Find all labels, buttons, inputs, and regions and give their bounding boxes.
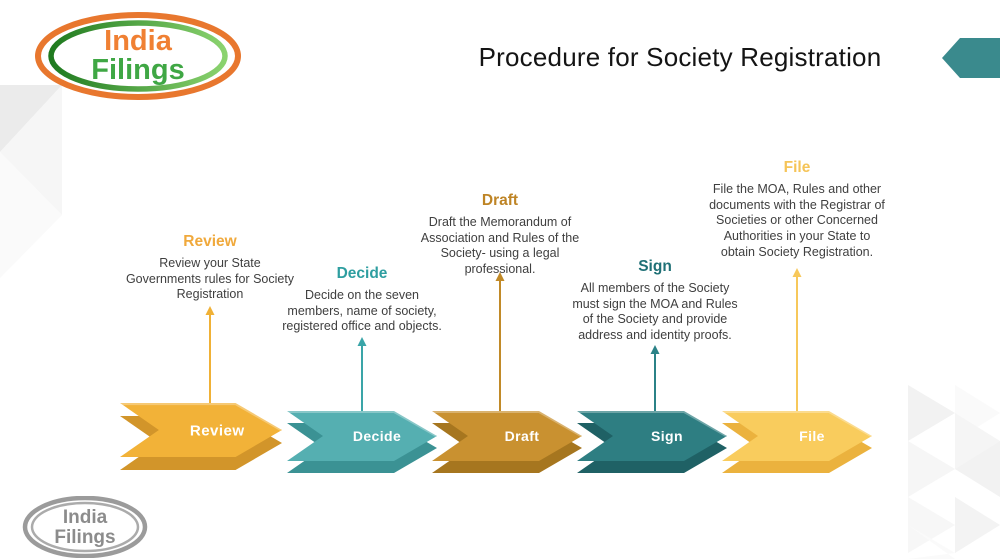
arrow-bevel-highlight bbox=[432, 411, 582, 437]
arrow-face bbox=[722, 411, 872, 461]
connector-arrowhead-icon bbox=[792, 268, 802, 277]
decor-triangle bbox=[908, 385, 955, 441]
connector-arrowhead-icon bbox=[495, 272, 505, 281]
corner-arrow-shape bbox=[942, 38, 1000, 78]
arrow-bevel-highlight bbox=[577, 411, 727, 437]
step-arrow-decide: Decide bbox=[287, 411, 437, 473]
arrow-bevel-highlight bbox=[287, 411, 437, 437]
connector-draft bbox=[495, 272, 505, 412]
step-heading-file: File bbox=[783, 159, 811, 176]
logo-inner-ring bbox=[48, 20, 228, 92]
arrow-face bbox=[577, 411, 727, 461]
step-arrow-draft: Draft bbox=[432, 411, 582, 473]
decor-triangle bbox=[908, 497, 955, 553]
connector-decide bbox=[357, 337, 367, 412]
arrow-face bbox=[120, 403, 282, 458]
connector-arrowhead-icon bbox=[205, 306, 215, 315]
watermark-text-india: India bbox=[63, 507, 108, 528]
decor-triangle bbox=[955, 441, 1000, 497]
logo-text-india: India bbox=[104, 25, 173, 57]
step-heading-draft: Draft bbox=[481, 192, 519, 209]
indiafilings-logo: India Filings bbox=[35, 12, 241, 100]
arrow-label-draft: Draft bbox=[505, 428, 540, 444]
decor-triangle bbox=[955, 413, 1000, 469]
arrow-label-decide: Decide bbox=[353, 428, 401, 444]
arrow-face bbox=[287, 411, 437, 461]
watermark-inner-ring bbox=[30, 501, 140, 553]
watermark-text-filings: Filings bbox=[54, 527, 115, 548]
step-heading-review: Review bbox=[183, 233, 237, 250]
arrow-face bbox=[432, 411, 582, 461]
connector-review bbox=[205, 306, 215, 410]
decor-triangle bbox=[955, 497, 1000, 553]
connector-file bbox=[792, 268, 802, 412]
arrow-bevel-highlight bbox=[120, 403, 282, 431]
connector-arrowhead-icon bbox=[357, 337, 367, 346]
connector-sign bbox=[650, 345, 660, 412]
page-title: Procedure for Society Registration bbox=[478, 42, 882, 72]
arrow-label-file: File bbox=[799, 428, 825, 444]
arrow-label-sign: Sign bbox=[651, 428, 683, 444]
decor-triangle bbox=[908, 441, 955, 497]
step-arrow-sign: Sign bbox=[577, 411, 727, 473]
indiafilings-watermark-logo: India Filings bbox=[22, 496, 148, 558]
logo-text-filings: Filings bbox=[91, 54, 184, 86]
step-arrow-review: Review bbox=[120, 403, 282, 470]
watermark-outer-ring bbox=[22, 496, 148, 558]
decor-triangle bbox=[908, 525, 955, 559]
logo-outer-ring bbox=[35, 12, 241, 100]
decor-triangle bbox=[955, 385, 1000, 441]
connector-arrowhead-icon bbox=[650, 345, 660, 354]
step-heading-decide: Decide bbox=[336, 265, 388, 282]
decor-triangle bbox=[0, 85, 62, 215]
corner-arrow-icon bbox=[942, 38, 1000, 78]
decor-triangle bbox=[0, 152, 62, 278]
step-heading-sign: Sign bbox=[638, 258, 672, 275]
step-arrow-file: File bbox=[722, 411, 872, 473]
arrow-label-review: Review bbox=[190, 422, 245, 439]
arrow-bevel-highlight bbox=[722, 411, 872, 437]
